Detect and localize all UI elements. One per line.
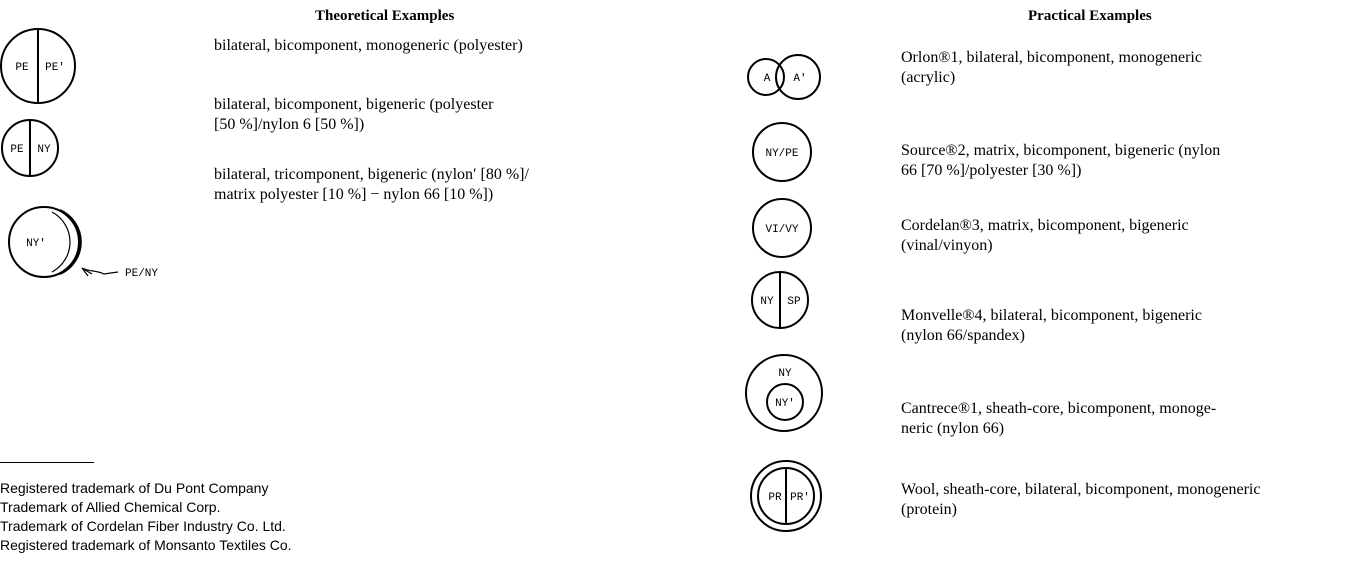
- svg-text:A': A': [793, 73, 806, 85]
- pointer-label: PE/NY: [125, 268, 158, 280]
- description-pe-pe: bilateral, bicomponent, monogeneric (pol…: [214, 37, 523, 54]
- fiber-label: PE': [45, 62, 65, 74]
- description-wool: Wool, sheath-core, bilateral, bicomponen…: [901, 481, 1261, 518]
- description-pe-ny: bilateral, bicomponent, bigeneric (polye…: [214, 96, 494, 133]
- svg-text:NY: NY: [760, 296, 774, 308]
- description-ny-crescent: bilateral, tricomponent, bigeneric (nylo…: [214, 166, 529, 203]
- footnote: Trademark of Allied Chemical Corp.: [0, 499, 221, 515]
- footnote: Registered trademark of Du Pont Company: [0, 480, 269, 496]
- footnote-rule: [0, 462, 94, 463]
- svg-text:SP: SP: [787, 296, 801, 308]
- fiber-diagram-pr-pr: PR PR': [750, 460, 822, 532]
- theoretical-diagrams: PE PE' PE NY NY' PE/NY: [0, 28, 158, 280]
- svg-text:VI/VY: VI/VY: [765, 224, 798, 236]
- svg-text:PR: PR: [768, 492, 782, 504]
- fiber-diagram-pe-ny: PE NY: [1, 119, 59, 177]
- footnotes: Registered trademark of Du Pont Company …: [0, 479, 292, 555]
- pointer-arrow-icon: [81, 267, 119, 277]
- heading-theoretical: Theoretical Examples: [315, 8, 455, 24]
- description-orlon: Orlon®1, bilateral, bicomponent, monogen…: [901, 49, 1202, 86]
- practical-diagrams: A A' NY/PE VI/VY NY SP NY NY' PR PR': [745, 54, 823, 532]
- fiber-label: NY: [37, 144, 51, 156]
- description-cantrece: Cantrece®1, sheath-core, bicomponent, mo…: [901, 400, 1217, 437]
- description-cordelan: Cordelan®3, matrix, bicomponent, bigener…: [901, 217, 1189, 254]
- fiber-label: NY': [26, 238, 46, 250]
- svg-text:A: A: [764, 73, 771, 85]
- svg-text:NY/PE: NY/PE: [765, 148, 798, 160]
- fiber-diagram-ny-sheath-core: NY NY': [745, 354, 823, 432]
- fiber-diagram-ny-sp: NY SP: [751, 271, 809, 329]
- fiber-label: PE: [10, 144, 24, 156]
- fiber-diagram-a-a: A A': [747, 54, 821, 100]
- svg-text:NY: NY: [778, 368, 792, 380]
- fiber-diagram-vi-vy: VI/VY: [752, 198, 812, 258]
- footnote: Trademark of Cordelan Fiber Industry Co.…: [0, 518, 286, 534]
- svg-text:PR': PR': [790, 492, 810, 504]
- heading-practical: Practical Examples: [1028, 8, 1152, 24]
- description-monvelle: Monvelle®4, bilateral, bicomponent, bige…: [901, 307, 1202, 344]
- fiber-diagram-pe-pe: PE PE': [0, 28, 76, 104]
- footnote: Registered trademark of Monsanto Textile…: [0, 537, 292, 553]
- fiber-label: PE: [15, 62, 29, 74]
- description-source: Source®2, matrix, bicomponent, bigeneric…: [901, 142, 1221, 179]
- fiber-diagram-ny-crescent: NY' PE/NY: [8, 206, 158, 280]
- svg-text:NY': NY': [775, 398, 795, 410]
- fiber-diagram-ny-pe: NY/PE: [752, 122, 812, 182]
